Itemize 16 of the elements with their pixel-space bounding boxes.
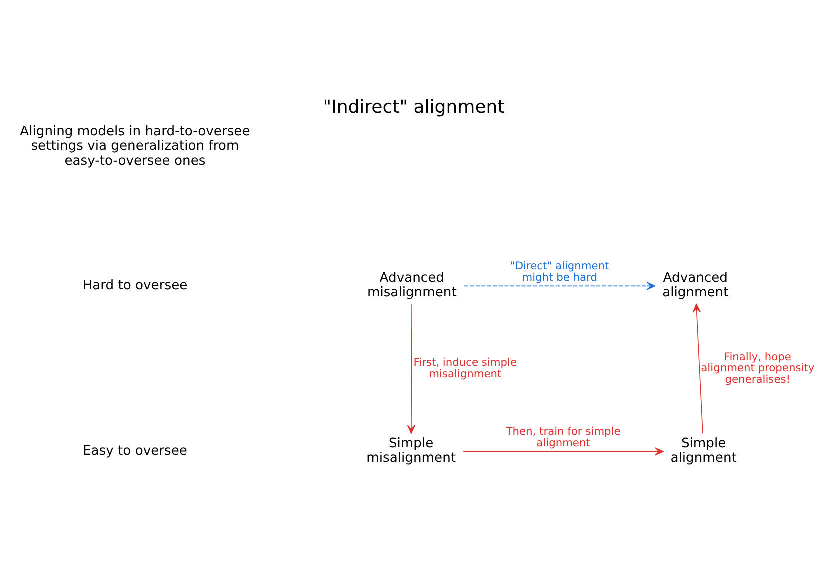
arrow <box>463 447 664 456</box>
arrow <box>464 282 656 290</box>
node-text: Simple misalignment <box>366 436 456 466</box>
node-text: Simple alignment <box>670 436 737 466</box>
label: Easy to oversee <box>82 443 188 458</box>
label: Aligning models in hard-to-oversee settings via generalization from easy-to-oversee ones <box>20 124 250 168</box>
arrow <box>407 303 416 434</box>
label: Hard to oversee <box>82 278 188 293</box>
arrow <box>692 303 704 434</box>
edge-label: Finally, hope alignment propensity generalises! <box>701 350 815 386</box>
edge-label: Then, train for simple alignment <box>506 424 621 449</box>
edge-label: First, induce simple misalignment <box>414 355 518 380</box>
node-text: Advanced alignment <box>662 270 729 300</box>
diagram-title: "Indirect" alignment <box>323 96 505 118</box>
node-text: Advanced misalignment <box>367 270 457 300</box>
edge-label: "Direct" alignment might be hard <box>510 258 610 284</box>
